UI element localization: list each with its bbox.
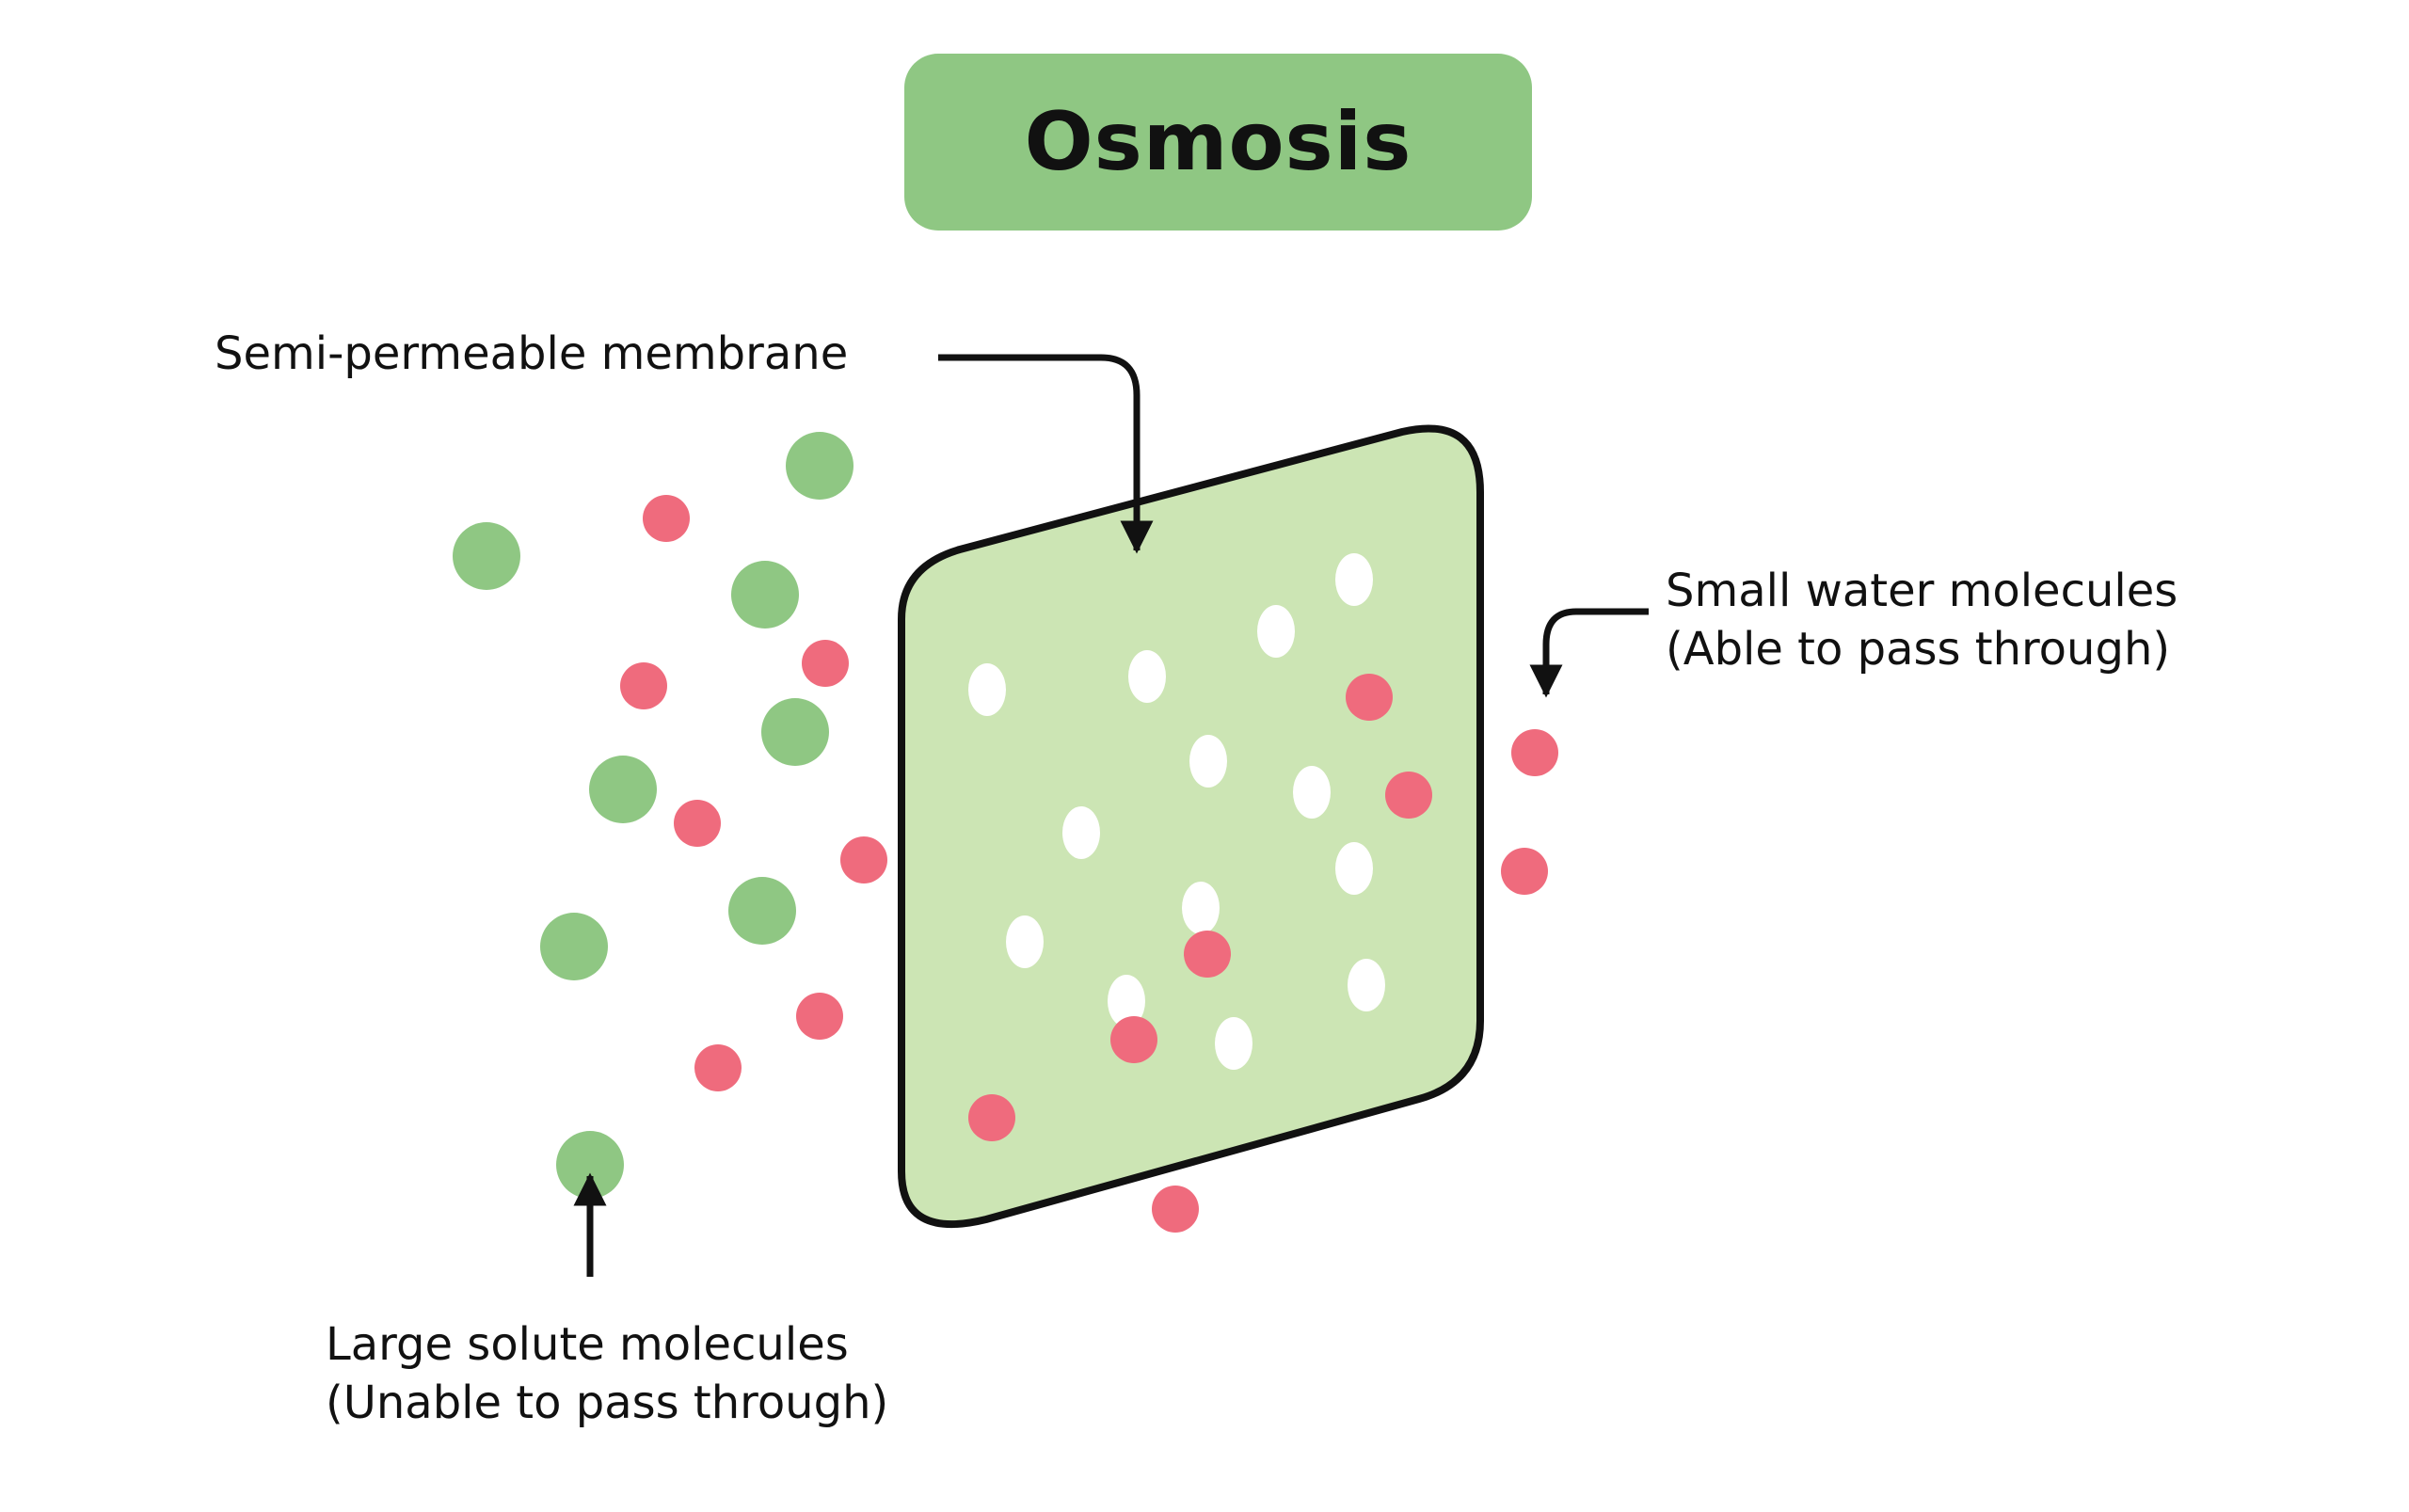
solute-molecule [786,432,854,500]
water-pointer-arrow [1529,608,1649,698]
water-label-line1: Small water molecules [1666,565,2178,617]
solute-label-line2: (Unable to pass through) [326,1377,889,1429]
solute-label-line1: Large solute molecules [326,1318,849,1371]
membrane-label: Semi-permeable membrane [215,325,848,383]
water-molecule [1511,729,1558,776]
water-molecule [620,662,667,709]
water-molecule [1110,1016,1157,1063]
membrane-pore [1257,605,1295,658]
water-molecule [674,800,721,847]
solute-molecule [453,522,520,590]
membrane-pore [1335,553,1373,606]
membrane-pore [968,663,1006,716]
membrane-pore [1293,766,1331,819]
water-molecule [802,640,849,687]
water-molecule [1501,848,1548,895]
membrane-pore [1108,975,1145,1027]
solute-molecules [453,432,854,1199]
diagram-title: Osmosis [1024,95,1412,189]
membrane-pores [968,553,1385,1235]
solute-molecule [556,1131,624,1199]
membrane-label-text: Semi-permeable membrane [215,327,849,380]
water-molecule [694,1044,742,1091]
water-molecule [1385,772,1432,819]
membrane-pore [1128,650,1166,703]
water-molecules [620,495,1558,1233]
membrane-pore [1335,842,1373,895]
title-banner: Osmosis [904,54,1532,231]
water-molecule [1184,931,1231,978]
solute-molecule [540,913,608,980]
membrane-pore [1348,959,1385,1011]
membrane-pore [1215,1017,1252,1070]
water-molecule [968,1094,1015,1141]
water-label-line2: (Able to pass through) [1666,623,2171,676]
membrane-pore [1062,806,1100,859]
solute-molecule [728,877,796,945]
semi-permeable-membrane [898,424,1484,1229]
solute-molecule [731,561,799,629]
solute-molecule [589,756,657,823]
solute-molecules-label: Large solute molecules (Unable to pass t… [326,1315,888,1432]
water-molecules-label: Small water molecules (Able to pass thro… [1666,562,2178,678]
water-molecule [1346,674,1393,721]
water-molecule [840,836,887,883]
membrane-pore [1006,915,1044,968]
water-molecule [796,993,843,1040]
membrane-pore [1182,882,1220,934]
water-molecule [643,495,690,542]
membrane-pointer-arrow [938,354,1154,554]
membrane-pore [1189,735,1227,788]
solute-molecule [761,698,829,766]
water-molecule [1152,1186,1199,1233]
